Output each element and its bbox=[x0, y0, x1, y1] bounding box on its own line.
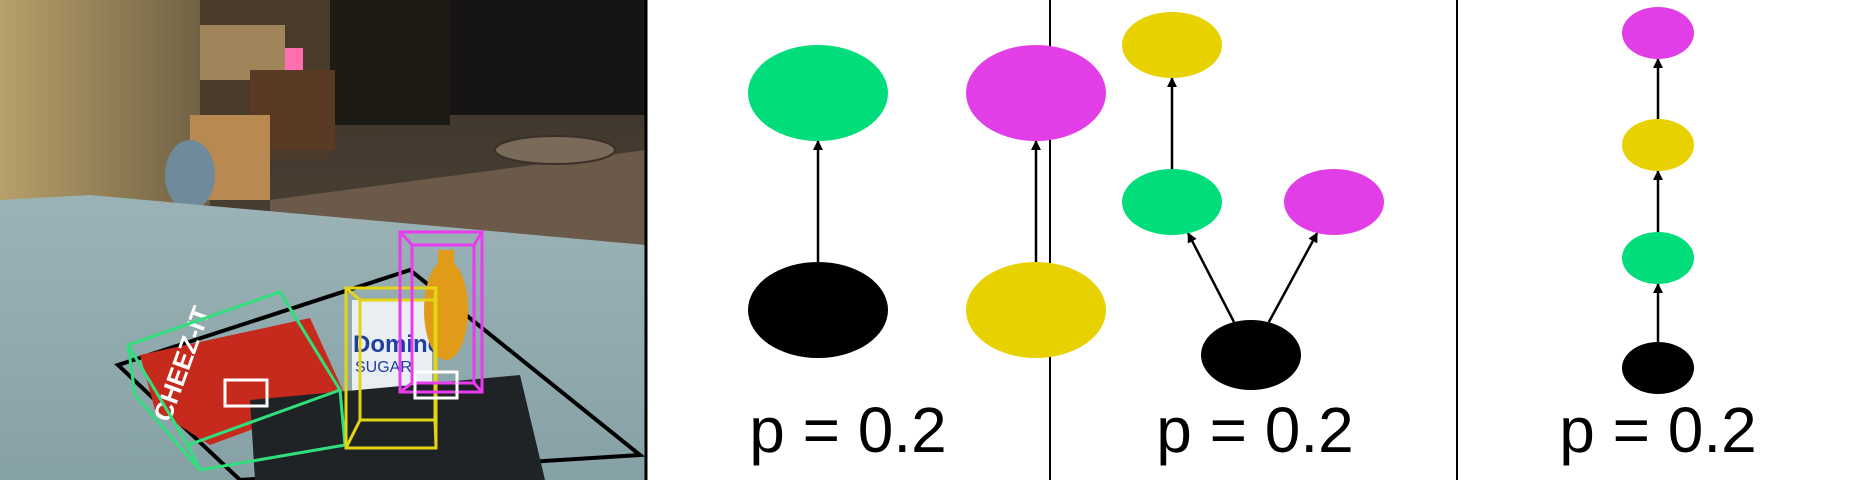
yellow-bounding-box bbox=[344, 286, 438, 450]
mustard-cap bbox=[438, 250, 454, 268]
laptop bbox=[250, 375, 545, 480]
node-d bbox=[1201, 320, 1301, 390]
water-jug bbox=[165, 140, 215, 210]
probability-label: p = 0.2 bbox=[749, 394, 947, 466]
node-d bbox=[966, 262, 1106, 358]
node-a bbox=[1122, 12, 1222, 78]
floor-rug bbox=[494, 135, 616, 165]
scene-photo: CHEEZ-IT Domino SUGAR bbox=[0, 0, 646, 480]
green-bounding-box bbox=[126, 290, 347, 472]
white-bounding-boxes bbox=[223, 370, 459, 408]
graph-panel-3: p = 0.2 bbox=[1559, 7, 1757, 466]
node-c bbox=[1622, 232, 1694, 284]
probability-label: p = 0.2 bbox=[1156, 394, 1354, 466]
graph-panel-2: p = 0.2 bbox=[1122, 12, 1384, 466]
mustard-bottle bbox=[424, 260, 468, 360]
node-c bbox=[966, 45, 1106, 141]
edge-d-c bbox=[1267, 232, 1319, 323]
node-b bbox=[748, 262, 888, 358]
node-a bbox=[1622, 7, 1694, 59]
dark-window bbox=[450, 0, 646, 115]
edge-d-b bbox=[1187, 232, 1236, 323]
node-b bbox=[1622, 119, 1694, 171]
node-d bbox=[1622, 342, 1694, 394]
node-c bbox=[1284, 169, 1384, 235]
node-a bbox=[748, 45, 888, 141]
sugar-text: SUGAR bbox=[355, 359, 412, 376]
probability-label: p = 0.2 bbox=[1559, 394, 1757, 466]
graph-panel-1: p = 0.2 bbox=[748, 45, 1106, 466]
node-b bbox=[1122, 169, 1222, 235]
pink-lamp bbox=[285, 48, 303, 70]
doorway bbox=[330, 0, 450, 125]
magenta-bounding-box bbox=[398, 230, 484, 394]
